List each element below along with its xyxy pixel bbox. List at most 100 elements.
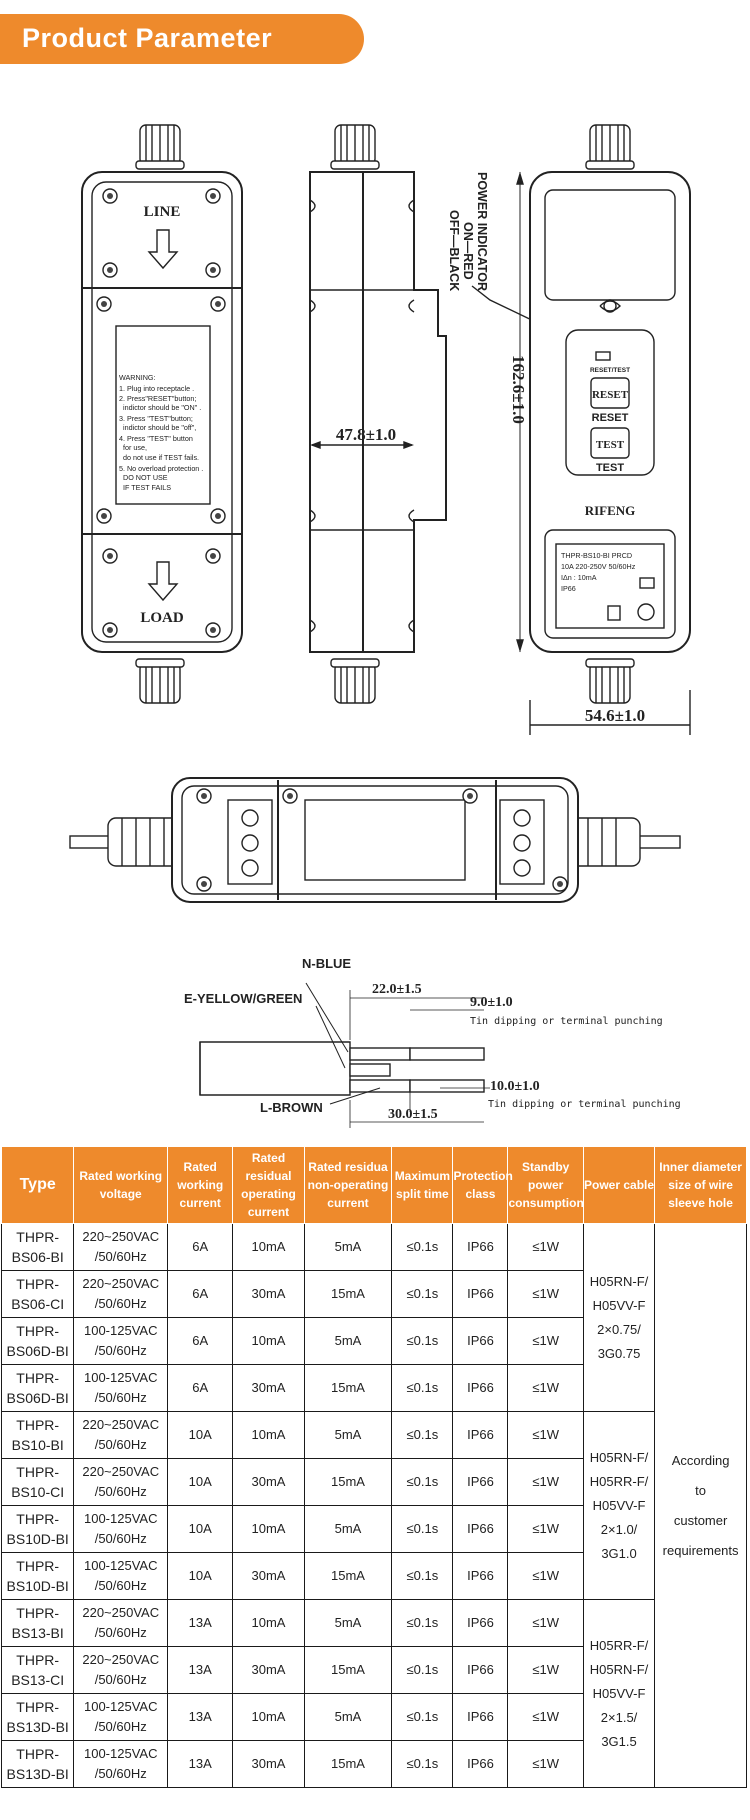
- current-cell: 13A: [167, 1599, 234, 1647]
- svg-text:indictor should be "off",: indictor should be "off",: [123, 423, 196, 432]
- type-line: THPR-: [16, 1370, 60, 1386]
- type-line: BS10-CI: [11, 1484, 65, 1500]
- height-dimension: 162.6±1.0: [509, 355, 528, 424]
- col-power-cable: Power cable: [582, 1146, 656, 1224]
- split-time-cell: ≤0.1s: [391, 1411, 454, 1459]
- type-line: BS06D-BI: [6, 1390, 69, 1406]
- svg-text:Tin dipping or terminal punchi: Tin dipping or terminal punching: [488, 1099, 681, 1110]
- current-cell: 10A: [167, 1411, 234, 1459]
- symbol-icon: [639, 577, 655, 589]
- voltage-cell: 100-125VAC/50/60Hz: [73, 1552, 169, 1600]
- split-time-cell: ≤0.1s: [391, 1505, 454, 1553]
- voltage-line: 220~250VAC: [82, 1652, 160, 1667]
- inner-diameter-line: to: [695, 1482, 707, 1498]
- svg-text:POWER INDICATOR: POWER INDICATOR: [475, 172, 489, 291]
- non-operating-cell: 15mA: [303, 1270, 393, 1318]
- svg-text:1. Plug into receptacle .: 1. Plug into receptacle .: [119, 384, 194, 393]
- svg-text:10.0±1.0: 10.0±1.0: [490, 1079, 540, 1094]
- voltage-line: /50/60Hz: [94, 1484, 147, 1499]
- current-cell: 6A: [167, 1270, 234, 1318]
- type-line: BS13D-BI: [6, 1719, 69, 1735]
- residual-cell: 10mA: [232, 1411, 305, 1459]
- voltage-line: /50/60Hz: [94, 1578, 147, 1593]
- power-cable-line: H05RR-F/: [589, 1637, 649, 1653]
- standby-cell: ≤1W: [507, 1458, 584, 1506]
- type-cell: THPR-BS13D-BI: [0, 1693, 75, 1741]
- voltage-line: 220~250VAC: [82, 1229, 160, 1244]
- svg-text:4. Press "TEST" button: 4. Press "TEST" button: [119, 434, 193, 443]
- current-cell: 13A: [167, 1646, 234, 1694]
- interior-view: [69, 777, 681, 903]
- voltage-cell: 100-125VAC/50/60Hz: [73, 1317, 169, 1365]
- protection-cell: IP66: [452, 1270, 509, 1318]
- standby-cell: ≤1W: [507, 1740, 584, 1788]
- down-arrow-icon: [147, 229, 179, 270]
- svg-text:Tin dipping or terminal punchi: Tin dipping or terminal punching: [470, 1016, 663, 1027]
- svg-text:WARNING:: WARNING:: [119, 373, 155, 382]
- protection-cell: IP66: [452, 1646, 509, 1694]
- svg-text:22.0±1.5: 22.0±1.5: [372, 982, 422, 997]
- svg-text:L-BROWN: L-BROWN: [260, 1100, 323, 1115]
- type-cell: THPR- BS06D-BI: [0, 1364, 75, 1412]
- current-cell: 6A: [167, 1223, 234, 1271]
- svg-text:RESET/TEST: RESET/TEST: [590, 367, 630, 374]
- non-operating-cell: 5mA: [303, 1693, 393, 1741]
- residual-cell: 30mA: [232, 1740, 305, 1788]
- power-cable-line: H05VV-F: [592, 1297, 646, 1313]
- split-time-cell: ≤0.1s: [391, 1599, 454, 1647]
- col-protection: Protection class: [452, 1146, 513, 1224]
- svg-text:N-BLUE: N-BLUE: [302, 956, 351, 971]
- voltage-line: 100-125VAC: [83, 1370, 158, 1385]
- standby-cell: ≤1W: [507, 1317, 584, 1365]
- svg-text:RESET: RESET: [592, 412, 629, 424]
- non-operating-cell: 5mA: [303, 1223, 393, 1271]
- residual-cell: 10mA: [232, 1693, 305, 1741]
- type-line: BS06-CI: [11, 1296, 65, 1312]
- type-cell: THPR-BS10D-BI: [0, 1552, 75, 1600]
- reset-button-drawing: [590, 377, 630, 409]
- svg-text:9.0±1.0: 9.0±1.0: [470, 995, 513, 1010]
- voltage-cell: 100-125VAC/50/60Hz: [73, 1505, 169, 1553]
- non-operating-cell: 15mA: [303, 1364, 393, 1412]
- protection-cell: IP66: [452, 1505, 509, 1553]
- non-operating-cell: 15mA: [303, 1740, 393, 1788]
- type-line: THPR-: [16, 1464, 60, 1480]
- split-time-cell: ≤0.1s: [391, 1223, 454, 1271]
- power-cable-line: 3G0.75: [597, 1345, 641, 1361]
- front-view: LINE LOAD WARNING: 1. Plug into receptac…: [81, 124, 243, 704]
- residual-cell: 10mA: [232, 1223, 305, 1271]
- residual-cell: 10mA: [232, 1599, 305, 1647]
- col-inner-diameter: Inner diameter size of wire sleeve hole: [654, 1146, 747, 1224]
- indicator-callout: POWER INDICATOR ON—RED OFF—BLACK: [447, 172, 489, 291]
- col-standby: Standby power consumption: [507, 1146, 584, 1224]
- type-line: THPR-: [16, 1323, 60, 1339]
- right-view: RESET/TEST RESET RESET TEST TEST RIFENG …: [509, 124, 691, 735]
- split-time-cell: ≤0.1s: [391, 1552, 454, 1600]
- non-operating-cell: 5mA: [303, 1411, 393, 1459]
- svg-text:do not use if TEST fails.: do not use if TEST fails.: [123, 453, 199, 462]
- spec-table: Type Rated working voltage Rated working…: [0, 1146, 747, 1788]
- voltage-line: /50/60Hz: [94, 1437, 147, 1452]
- voltage-line: 220~250VAC: [82, 1276, 160, 1291]
- col-residual: Rated residual operating current: [232, 1146, 305, 1224]
- voltage-line: /50/60Hz: [94, 1249, 147, 1264]
- voltage-line: 100-125VAC: [83, 1511, 158, 1526]
- non-operating-cell: 5mA: [303, 1599, 393, 1647]
- svg-text:IΔn : 10mA: IΔn : 10mA: [561, 573, 597, 582]
- voltage-cell: 100-125VAC/50/60Hz: [73, 1693, 169, 1741]
- type-cell: THPR-BS10-BI: [0, 1411, 75, 1459]
- protection-cell: IP66: [452, 1411, 509, 1459]
- split-time-cell: ≤0.1s: [391, 1458, 454, 1506]
- svg-text:indictor should be "ON" .: indictor should be "ON" .: [123, 403, 201, 412]
- non-operating-cell: 15mA: [303, 1458, 393, 1506]
- voltage-line: /50/60Hz: [94, 1343, 147, 1358]
- voltage-line: /50/60Hz: [94, 1390, 147, 1405]
